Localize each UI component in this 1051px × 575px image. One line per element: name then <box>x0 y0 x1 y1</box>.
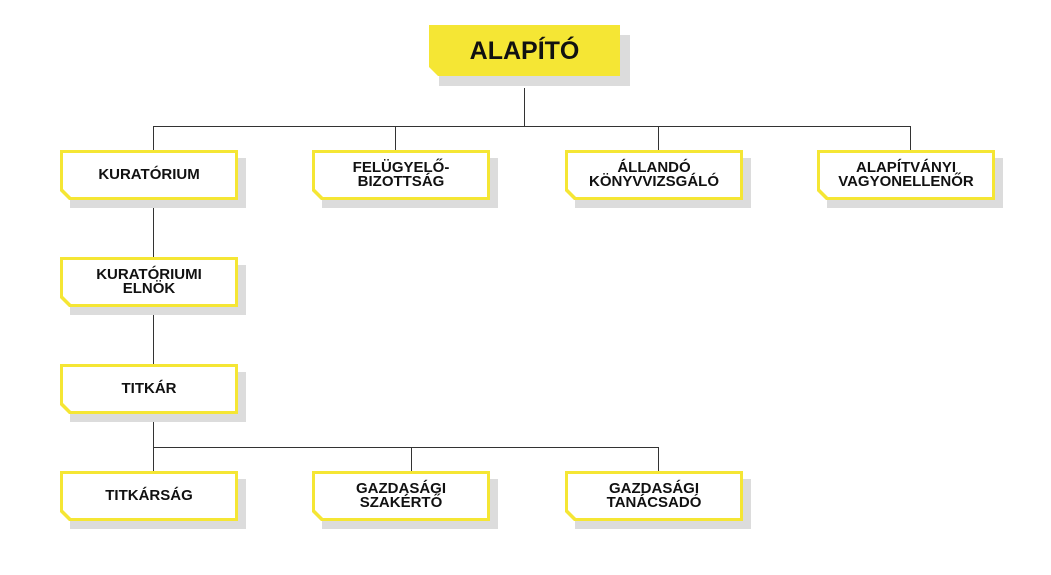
node-kuratoriumi-elnok: KURATÓRIUMI ELNÖK <box>60 257 238 307</box>
connector-line <box>395 126 396 150</box>
connector-line <box>658 126 659 150</box>
node-kuratorium: KURATÓRIUM <box>60 150 238 200</box>
connector-line <box>910 126 911 150</box>
node-label: TITKÁR <box>121 380 177 397</box>
connector-line <box>411 447 412 471</box>
connector-line <box>153 306 154 364</box>
node-titkar: TITKÁR <box>60 364 238 414</box>
node-label: KURATÓRIUM <box>98 166 200 183</box>
node-label: KURATÓRIUMI ELNÖK <box>96 266 202 297</box>
node-label: ÁLLANDÓ KÖNYVVIZSGÁLÓ <box>588 159 719 190</box>
node-allando-konyvvizsgalo: ÁLLANDÓ KÖNYVVIZSGÁLÓ <box>565 150 743 200</box>
connector-line <box>524 88 525 126</box>
connector-line <box>153 126 911 127</box>
connector-line <box>153 126 154 150</box>
node-gazdasagi-szakerto: GAZDASÁGI SZAKÉRTŐ <box>312 471 490 521</box>
node-label: ALAPÍTVÁNYI VAGYONELLENŐR <box>838 159 974 190</box>
node-label: GAZDASÁGI TANÁCSADÓ <box>606 480 702 511</box>
node-label: TITKÁRSÁG <box>105 487 193 504</box>
connector-line <box>153 199 154 257</box>
node-titkarsag: TITKÁRSÁG <box>60 471 238 521</box>
node-label: FELÜGYELŐ- BIZOTTSÁG <box>352 159 450 190</box>
node-gazdasagi-tanacsado: GAZDASÁGI TANÁCSADÓ <box>565 471 743 521</box>
connector-line <box>658 447 659 471</box>
node-label: GAZDASÁGI SZAKÉRTŐ <box>356 480 446 511</box>
node-alapitvanyi-vagyonellenor: ALAPÍTVÁNYI VAGYONELLENŐR <box>817 150 995 200</box>
node-label: ALAPÍTÓ <box>469 36 580 65</box>
connector-line <box>153 447 659 448</box>
node-felugyelo-bizottsag: FELÜGYELŐ- BIZOTTSÁG <box>312 150 490 200</box>
connector-line <box>153 413 154 471</box>
node-alapito: ALAPÍTÓ <box>429 25 620 76</box>
